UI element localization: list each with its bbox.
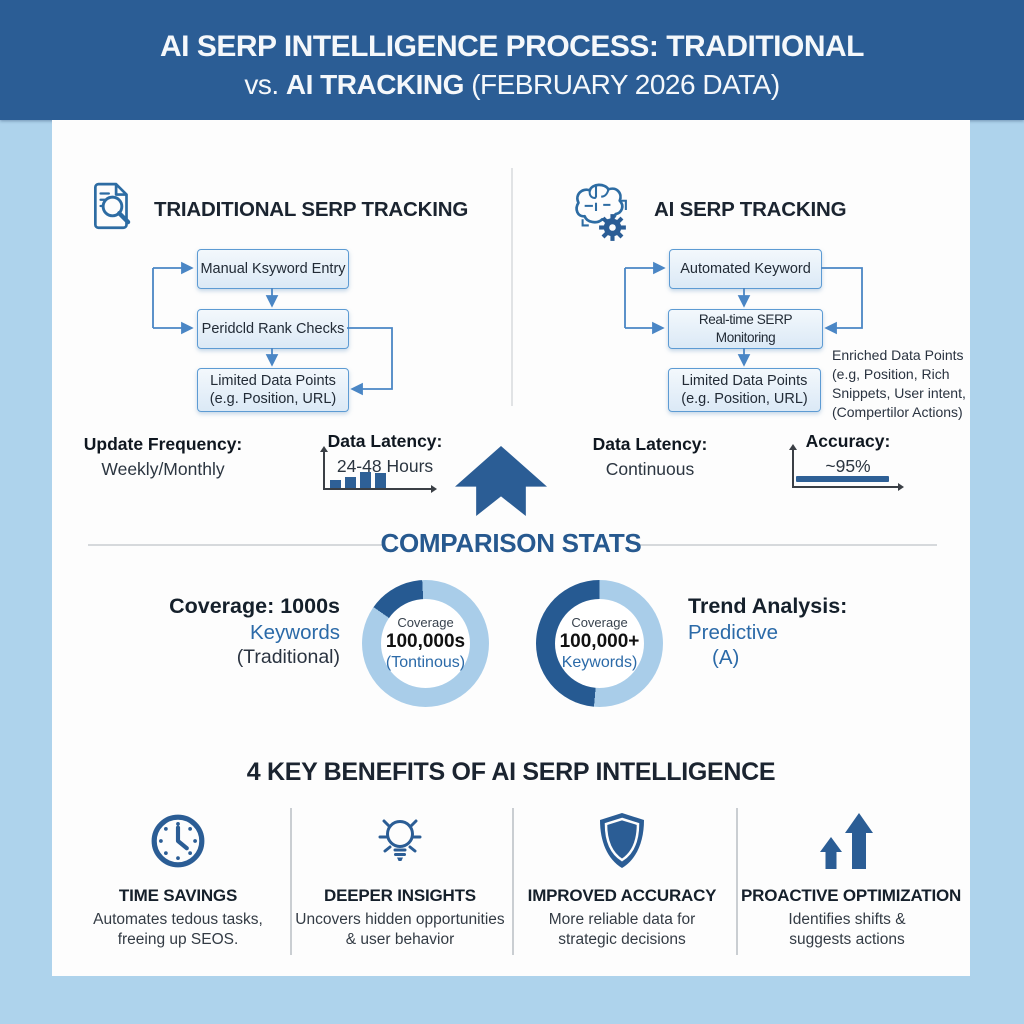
benefits-heading: 4 KEY BENEFITS OF AI SERP INTELLIGENCE [246,758,776,786]
enriched-note-line1: Enriched Data Points [832,347,964,363]
clock-icon [151,814,205,868]
coverage-traditional-line1: Coverage: 1000s [169,594,340,618]
trend-analysis-line3: (A) [712,646,740,669]
brain-gear-icon [575,183,627,241]
title-line2-bold: AI TRACKING [285,69,465,100]
donut-1-center: Coverage 100,000s (Tontinous) [381,599,470,688]
benefit-1-desc: Automates tedous tasks, freeing up SEOS. [93,911,263,948]
benefit-1-title: TIME SAVINGS [118,886,238,905]
comparison-heading: COMPARISON STATS [380,528,642,558]
stat-latency-traditional: Data Latency: 24-48 Hours [285,431,485,477]
enriched-data-note: Enriched Data Points (e.g, Position, Ric… [832,346,992,422]
traditional-box-2-label: Peridcld Rank Checks [201,321,345,337]
ai-box-3: Limited Data Points (e.g. Position, URL) [668,368,821,412]
traditional-column-heading: TRIADITIONAL SERP TRACKING [154,198,469,221]
ai-flow-arrows [624,261,863,367]
enriched-note-line4: (Compertilor Actions) [832,404,963,420]
ai-box-3-line1: Limited Data Points [681,373,808,389]
donut-1-center-line3: (Tontinous) [385,654,466,671]
benefit-proactive-optimization: PROACTIVE OPTIMIZATION Identifies shifts… [741,810,962,950]
benefit-improved-accuracy: IMPROVED ACCURACY More reliable data for… [516,810,728,950]
donut-1-center-line2: 100,000s [385,631,466,652]
stat-update-frequency: Update Frequency: Weekly/Monthly [63,434,263,480]
donut-2-center-line3: Keywords) [561,654,638,671]
ai-column-heading: AI SERP TRACKING [654,198,847,221]
benefit-4-title: PROACTIVE OPTIMIZATION [741,886,962,905]
column-divider [511,168,513,406]
accuracy-y-axis [789,444,797,488]
traditional-box-3-line1: Limited Data Points [210,373,336,389]
ai-box-2: Real-time SERP Monitoring [668,309,823,349]
traditional-box-2: Peridcld Rank Checks [197,309,349,349]
latency-bar-chart-bars [330,472,386,488]
coverage-traditional-line3: (Traditional) [236,646,340,668]
stat-latency-ai: Data Latency: Continuous [550,434,750,480]
update-frequency-value: Weekly/Monthly [101,459,225,479]
ai-box-1: Automated Keyword [669,249,822,289]
accuracy-value: ~95% [825,456,871,476]
document-search-icon [93,182,131,230]
up-arrows-icon [820,813,873,869]
benefits-divider-1 [290,808,292,955]
donut-coverage-2: Coverage 100,000+ Keywords) [536,580,663,707]
trend-analysis-text: Trend Analysis: Predictive (A) [688,594,938,671]
donut-coverage-1: Coverage 100,000s (Tontinous) [362,580,489,707]
coverage-traditional-text: Coverage: 1000s Keywords (Traditional) [90,594,340,671]
latency-traditional-value: 24-48 Hours [336,456,434,476]
traditional-box-1: Manual Ksyword Entry [197,249,349,289]
donut-2-center-line2: 100,000+ [559,631,640,652]
latency-bar-chart [320,444,441,493]
header-banner: AI SERP INTELLIGENCE PROCESS: TRADITIONA… [0,0,1024,120]
stat-accuracy: Accuracy: ~95% [748,431,948,477]
latency-ai-label: Data Latency: [592,434,708,454]
accuracy-label: Accuracy: [805,431,891,451]
accuracy-line-chart [789,442,907,491]
benefit-2-title: DEEPER INSIGHTS [324,886,476,905]
donut-2-center-line1: Coverage [571,615,628,630]
accuracy-x-axis [792,483,904,491]
trend-analysis-line1: Trend Analysis: [688,594,848,618]
ai-box-3-line2: (e.g. Position, URL) [681,391,808,407]
title-line2-prefix: vs. [244,69,286,100]
benefits-divider-3 [736,808,738,955]
benefit-time-savings: TIME SAVINGS Automates tedous tasks, fre… [72,810,284,950]
update-frequency-label: Update Frequency: [83,434,243,454]
trend-analysis-line2: Predictive [688,620,779,644]
bar-chart-y-axis [320,446,328,490]
enriched-note-line3: Snippets, User intent, [832,385,966,401]
lightbulb-icon [378,819,422,861]
title-line2-suffix: (FEBRUARY 2026 DATA) [463,69,780,100]
benefit-3-desc: More reliable data for strategic decisio… [548,911,696,948]
benefit-4-desc: Identifies shifts & suggests actions [788,911,906,948]
coverage-traditional-line2: Keywords [249,620,340,644]
shield-icon [600,813,644,868]
traditional-flow-arrows [152,261,393,396]
benefit-deeper-insights: DEEPER INSIGHTS Uncovers hidden opportun… [294,810,506,950]
comparison-divider-left [88,544,385,546]
ai-box-1-label: Automated Keyword [680,261,811,277]
latency-traditional-label: Data Latency: [327,431,443,451]
comparison-divider-right [640,544,937,546]
ai-box-2-label: Real-time SERP Monitoring [698,312,793,345]
donut-1-center-line1: Coverage [397,615,454,630]
benefit-3-title: IMPROVED ACCURACY [527,886,717,905]
benefit-2-desc: Uncovers hidden opportunities & user beh… [295,911,505,948]
benefits-divider-2 [512,808,514,955]
traditional-box-3-line2: (e.g. Position, URL) [209,391,337,407]
traditional-box-1-label: Manual Ksyword Entry [200,261,346,277]
traditional-box-3: Limited Data Points (e.g. Position, URL) [197,368,349,412]
donut-2-center: Coverage 100,000+ Keywords) [555,599,644,688]
accuracy-line [796,476,889,482]
content-panel: TRIADITIONAL SERP TRACKING Manual Ksywor… [52,120,970,976]
title-line-1: AI SERP INTELLIGENCE PROCESS: TRADITIONA… [160,30,865,63]
bar-chart-x-axis [323,485,437,493]
enriched-note-line2: (e.g, Position, Rich [832,366,950,382]
latency-ai-value: Continuous [605,459,695,479]
title-line-2: vs. AI TRACKING (FEBRUARY 2026 DATA) [0,69,1024,101]
